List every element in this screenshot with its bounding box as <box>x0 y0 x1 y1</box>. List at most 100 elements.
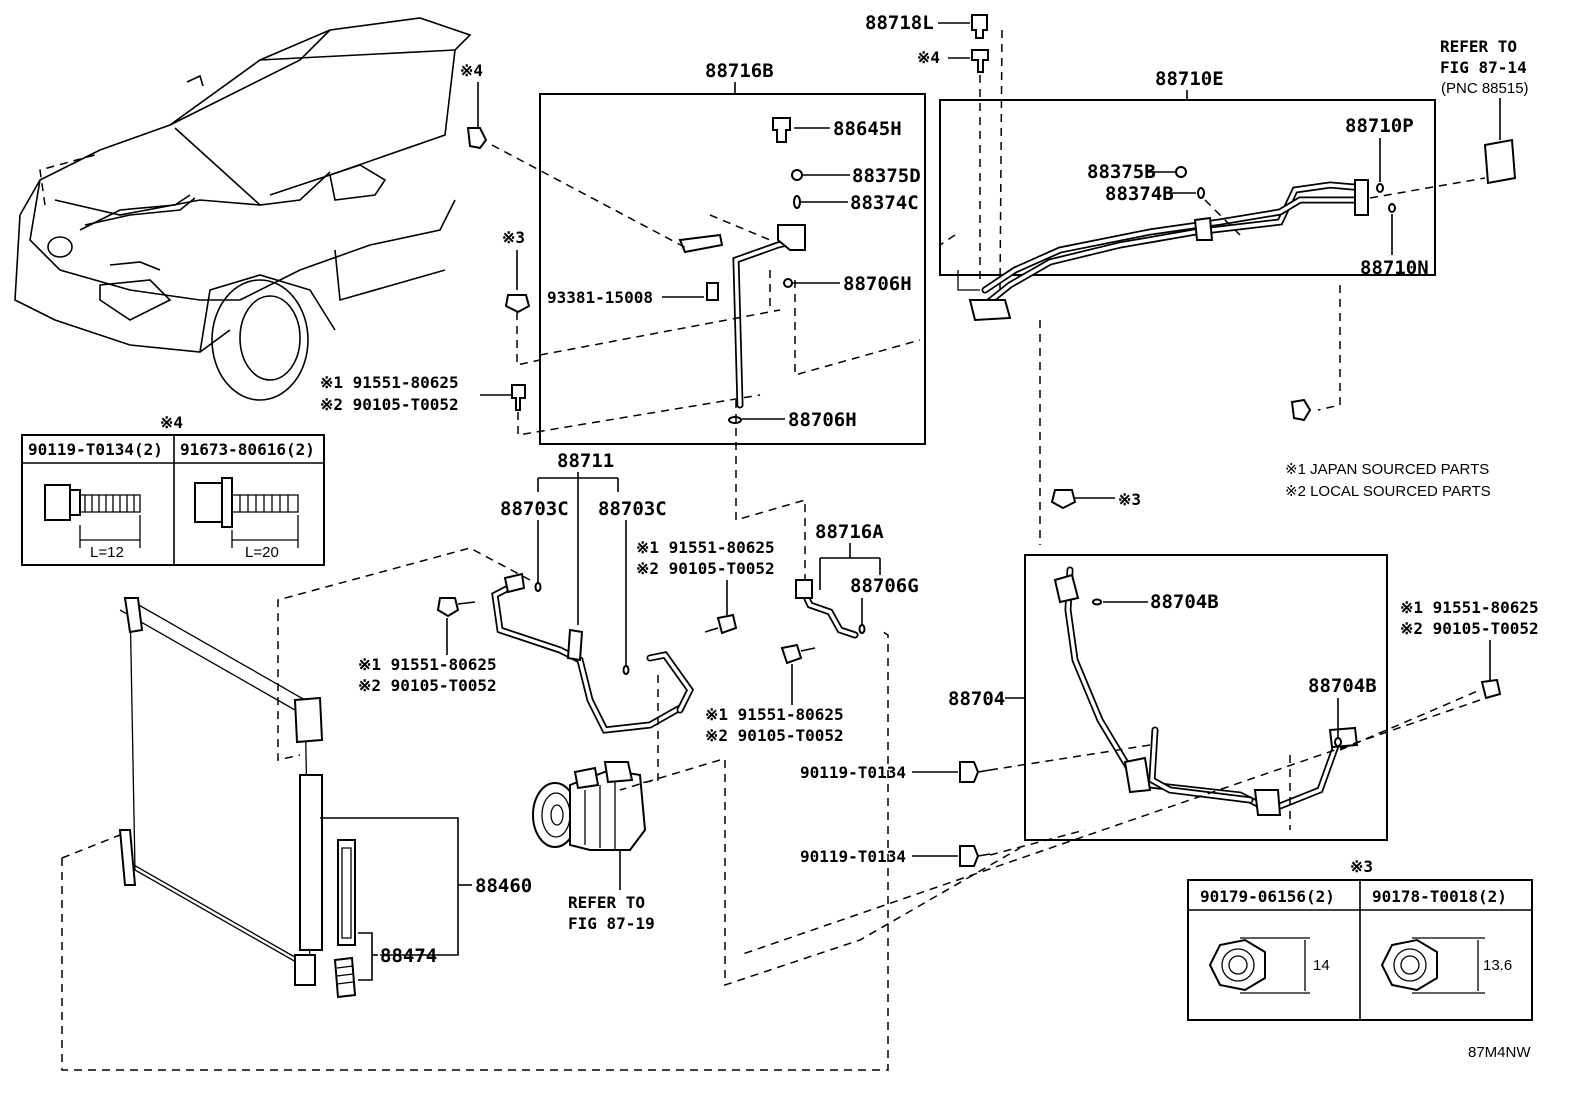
label-88374B: 88374B <box>1105 183 1174 205</box>
pipe-clamp-88711 <box>566 628 584 662</box>
bolt-e[interactable] <box>1480 678 1502 700</box>
group-refer-87-14: REFER TO FIG 87-14 (PNC 88515) <box>1440 37 1529 185</box>
bolt-a-line2: ※2 90105-T0052 <box>320 395 459 414</box>
label-88706H-upper: 88706H <box>843 273 912 295</box>
bolt-e-line2: ※2 90105-T0052 <box>1400 619 1539 638</box>
table-nuts-mark: ※3 <box>1350 857 1373 876</box>
label-88718L: 88718L <box>865 12 934 34</box>
label-90119-T0134-a: 90119-T0134 <box>800 763 906 782</box>
pipe-clamp-88704 <box>1123 756 1152 794</box>
refer-87-19-line2: FIG 87-19 <box>568 914 655 933</box>
o-ring-88706H-upper[interactable] <box>783 278 793 288</box>
label-93381-15008: 93381-15008 <box>547 288 653 307</box>
o-ring-88704B-lower[interactable] <box>1334 737 1342 747</box>
legend-notes: ※1 JAPAN SOURCED PARTS ※2 LOCAL SOURCED … <box>1285 461 1491 500</box>
label-88460: 88460 <box>475 875 532 897</box>
label-88711: 88711 <box>557 450 614 472</box>
bolt-c[interactable] <box>716 613 738 635</box>
nut-mark3-right[interactable] <box>1050 489 1077 510</box>
nut-mark3-left[interactable] <box>504 294 531 314</box>
bolt-b-line2: ※2 90105-T0052 <box>358 676 497 695</box>
mark4-top: ※4 <box>917 48 940 67</box>
pipe-flange-88710E <box>1354 179 1369 216</box>
o-ring-88706H-lower[interactable] <box>728 416 742 424</box>
pipe-block-88710E <box>968 299 1012 322</box>
label-90119-T0134-b: 90119-T0134 <box>800 847 906 866</box>
o-ring-88704B-upper[interactable] <box>1092 598 1102 606</box>
table-nuts-col2: 90178-T0018(2) <box>1372 887 1507 906</box>
plug-88474[interactable] <box>333 956 357 999</box>
table-nuts-col1: 90179-06156(2) <box>1200 887 1335 906</box>
bolt-90119-T0134-b[interactable] <box>959 845 980 867</box>
bolt-d-line2: ※2 90105-T0052 <box>705 726 844 745</box>
label-88716B: 88716B <box>705 60 774 82</box>
label-88710P: 88710P <box>1345 115 1414 137</box>
bolt-93381-15008[interactable] <box>706 282 719 301</box>
nut-90179-06156-icon <box>1208 938 1266 992</box>
bolt-mark4[interactable] <box>466 127 488 150</box>
refer-87-19-line1: REFER TO <box>568 893 645 912</box>
o-ring-88710P[interactable] <box>1376 183 1384 193</box>
label-88703C-left: 88703C <box>500 498 569 520</box>
label-88704B-lower: 88704B <box>1308 675 1377 697</box>
bolt-a[interactable] <box>511 384 526 411</box>
mark3-left: ※3 <box>502 228 525 247</box>
group-88710E: 88710E 88375B 88374B 88710P 88710N <box>939 68 1486 545</box>
cap-88375B[interactable] <box>1175 166 1187 178</box>
bolt-e-line1: ※1 91551-80625 <box>1400 598 1539 617</box>
o-ring-88706G[interactable] <box>858 624 866 634</box>
o-ring-88703C-left[interactable] <box>534 582 542 592</box>
table-bolts-len1: L=12 <box>90 544 124 561</box>
bolt-91673-80616-icon <box>194 482 223 523</box>
label-88374C: 88374C <box>850 192 919 214</box>
condenser-bracket-top <box>123 597 144 634</box>
table-bolts-col2: 91673-80616(2) <box>180 440 315 459</box>
diagram-id: 87M4NW <box>1468 1044 1531 1061</box>
group-88716A: 88716A 88706G ※1 91551-80625 ※2 90105-T0… <box>619 521 1021 987</box>
o-ring-88374C[interactable] <box>793 195 801 209</box>
cap-88375D[interactable] <box>791 169 803 181</box>
pipe-end-88711-left <box>503 572 526 594</box>
valve-cap-88718L[interactable] <box>971 14 988 39</box>
modulator-88460[interactable] <box>299 774 323 951</box>
pressure-switch-88645H[interactable] <box>772 117 791 143</box>
pipe-bracket <box>678 233 724 254</box>
bolt-90119-T0134-icon <box>44 484 71 521</box>
nut-90178-T0018-icon <box>1380 938 1438 992</box>
table-nuts-mark3: ※3 90179-06156(2) 90178-T0018(2) 14 13.6 <box>1187 857 1533 1021</box>
condenser <box>61 597 889 1071</box>
bolt-b-line1: ※1 91551-80625 <box>358 655 497 674</box>
note-local-sourced: ※2 LOCAL SOURCED PARTS <box>1285 483 1491 500</box>
bolt-b[interactable] <box>436 597 460 618</box>
bolt-c-line1: ※1 91551-80625 <box>636 538 775 557</box>
label-88710N: 88710N <box>1360 257 1429 279</box>
group-88460-88474: 88460 88474 <box>320 817 532 999</box>
bolt-88710E-lower[interactable] <box>1290 398 1312 422</box>
bolt-mark4-top[interactable] <box>971 49 989 73</box>
o-ring-88703C-right[interactable] <box>622 665 630 675</box>
bolt-90119-T0134-a[interactable] <box>959 761 980 783</box>
group-88718L: 88718L ※4 <box>865 12 1003 291</box>
bolt-d[interactable] <box>780 643 803 665</box>
refer-87-14-line2: FIG 87-14 <box>1440 58 1527 77</box>
group-left-fasteners: ※4 ※3 ※1 91551-80625 ※2 90105-T0052 <box>320 61 761 436</box>
o-ring-88374B[interactable] <box>1197 187 1205 199</box>
vehicle-illustration <box>14 17 472 401</box>
label-88474: 88474 <box>380 945 437 967</box>
label-88716A: 88716A <box>815 521 884 543</box>
pipe-end-88716A <box>795 579 813 599</box>
table-nuts-size2: 13.6 <box>1483 957 1512 974</box>
label-88704: 88704 <box>948 688 1005 710</box>
desiccant-88474[interactable] <box>337 839 356 946</box>
refer-87-14-line1: REFER TO <box>1440 37 1517 56</box>
pipe-connector-block <box>777 224 806 251</box>
note-japan-sourced: ※1 JAPAN SOURCED PARTS <box>1285 461 1489 478</box>
o-ring-88710N[interactable] <box>1388 203 1396 213</box>
table-bolts-len2: L=20 <box>245 544 279 561</box>
label-88704B-upper: 88704B <box>1150 591 1219 613</box>
receiver-fitting-88515[interactable] <box>1483 138 1517 185</box>
table-bolts-mark4: ※4 90119-T0134(2) 91673-80616(2) L=12 L=… <box>21 413 325 566</box>
condenser-outlet-fitting <box>293 696 324 744</box>
bolt-d-line1: ※1 91551-80625 <box>705 705 844 724</box>
